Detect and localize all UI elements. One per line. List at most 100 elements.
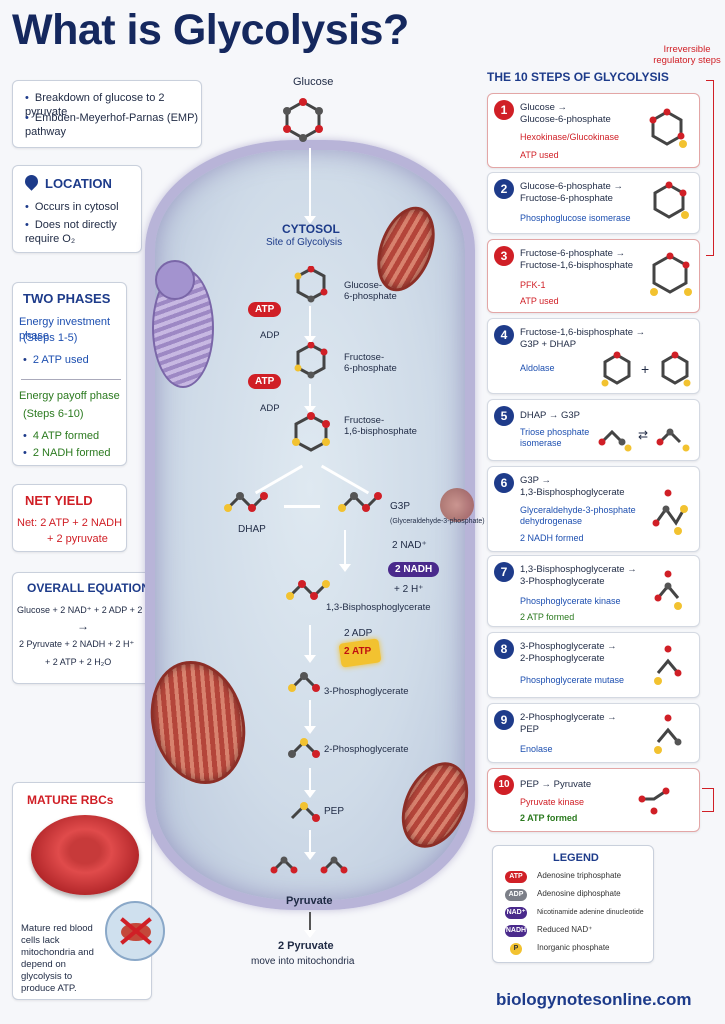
step-number-10: 10 — [494, 775, 514, 795]
irreversible-bracket — [706, 80, 714, 256]
irreversible-bracket-10 — [702, 788, 714, 812]
step-card-2: 2 Glucose-6-phosphate → Fructose-6-phosp… — [487, 172, 700, 234]
glucose-label: Glucose — [293, 76, 334, 88]
step-number-3: 3 — [494, 246, 514, 266]
step-card-4: 4 Fructose-1,6-bisphosphate → G3P + DHAP… — [487, 318, 700, 394]
pg2-label: 2-Phosphoglycerate — [324, 744, 409, 755]
step-molecule-5a — [598, 420, 634, 454]
step-enzyme-5: Triose phosphate isomerase — [520, 427, 590, 448]
pep-label: PEP — [324, 806, 345, 817]
legend-text-adp: Adenosine diphosphate — [537, 889, 621, 898]
step-molecule-4a — [598, 351, 636, 389]
equation-arrow: → — [77, 619, 89, 633]
arrow-step10 — [304, 830, 316, 860]
step-title-1: Glucose → Glucose-6-phosphate — [520, 102, 611, 125]
page-title: What is Glycolysis? — [12, 6, 409, 54]
step-enzyme-9: Enolase — [520, 744, 553, 754]
step-molecule-6 — [648, 479, 692, 537]
legend-text-nadh: Reduced NAD⁺ — [537, 925, 593, 934]
arrow-to-mito — [304, 912, 316, 938]
investment-steps: (Steps 1-5) — [23, 332, 78, 344]
bottom-line1: 2 Pyruvate — [278, 940, 334, 952]
equation-heading: OVERALL EQUATION — [27, 581, 150, 595]
legend-row-nadh: NADH Reduced NAD⁺ — [505, 925, 592, 937]
nadh-badge: 2 NADH — [388, 562, 440, 577]
step-title-6: G3P → 1,3-Bisphosphoglycerate — [520, 475, 625, 498]
step-molecule-2 — [648, 181, 690, 223]
plus-sign: + — [641, 361, 650, 377]
location-pin-icon — [22, 172, 41, 191]
intro-card: Breakdown of glucose to 2 pyruvate Embde… — [12, 80, 202, 148]
step-note-10: 2 ATP formed — [520, 813, 578, 823]
step-molecule-7 — [650, 568, 690, 614]
step-card-7: 7 1,3-Bisphosphoglycerate → 3-Phosphogly… — [487, 555, 700, 627]
irreversible-label: Irreversible regulatory steps — [653, 44, 721, 66]
glucose-molecule — [280, 98, 326, 144]
step-title-10: PEP → Pyruvate — [520, 779, 592, 790]
step-molecule-1 — [646, 108, 688, 150]
vesicle-organelle — [155, 260, 195, 300]
location-card: LOCATION Occurs in cytosol Does not dire… — [12, 165, 142, 253]
step-card-9: 9 2-Phosphoglycerate → PEP Enolase — [487, 703, 700, 763]
arrow-step1 — [304, 306, 316, 344]
step-title-7: 1,3-Bisphosphoglycerate → 3-Phosphoglyce… — [520, 564, 637, 587]
step-molecule-10 — [636, 781, 676, 821]
legend-badge-adp: ADP — [505, 889, 527, 901]
step-number-2: 2 — [494, 179, 514, 199]
phases-divider — [21, 379, 121, 380]
arrow-step3 — [304, 384, 316, 414]
net-yield-line2: + 2 pyruvate — [47, 533, 108, 545]
arrow-step7 — [304, 625, 316, 663]
step-enzyme-1: Hexokinase/Glucokinase — [520, 132, 620, 142]
step-molecule-4b — [656, 351, 694, 389]
cytosol-label: CYTOSOL — [282, 222, 340, 236]
pg3-molecule — [286, 664, 326, 700]
step-enzyme-8: Phosphoglycerate mutase — [520, 675, 625, 685]
bpg-molecule — [284, 572, 334, 608]
step-card-10: 10 PEP → Pyruvate Pyruvate kinase 2 ATP … — [487, 768, 700, 832]
step-note-1: ATP used — [520, 150, 559, 160]
legend-badge-p: P — [510, 943, 522, 955]
phases-card: TWO PHASES Energy investment phase (Step… — [12, 282, 127, 466]
step-molecule-5b — [656, 420, 692, 454]
net-yield-line1: Net: 2 ATP + 2 NADH — [17, 517, 123, 529]
g6p-molecule — [292, 266, 330, 304]
legend-row-nad: NAD⁺Nicotinamide adenine dinucleotide — [505, 907, 644, 919]
g3p-full-label: (Glyceraldehyde-3-phosphate) — [390, 518, 485, 525]
step-number-7: 7 — [494, 562, 514, 582]
step-enzyme-10: Pyruvate kinase — [520, 797, 585, 807]
steps-header: THE 10 STEPS OF GLYCOLYSIS — [487, 70, 669, 84]
pep-molecule — [286, 794, 326, 830]
no-mitochondria-icon — [105, 901, 165, 961]
step-note-3: ATP used — [520, 296, 559, 306]
investment-atp: 2 ATP used — [23, 353, 89, 367]
step-molecule-8 — [650, 643, 690, 689]
equation-line2: 2 Pyruvate + 2 NADH + 2 H⁺ — [19, 639, 135, 649]
step-title-8: 3-Phosphoglycerate → 2-Phosphoglycerate — [520, 641, 617, 664]
legend-text-atp: Adenosine triphosphate — [537, 871, 622, 880]
legend-badge-nadh: NADH — [505, 925, 527, 937]
step-note-6: 2 NADH formed — [520, 533, 584, 543]
step-enzyme-2: Phosphoglucose isomerase — [520, 213, 631, 223]
atp-star-label: 2 ATP — [344, 646, 372, 657]
step-title-2: Glucose-6-phosphate → Fructose-6-phospha… — [520, 181, 623, 204]
dhap-molecule — [222, 484, 272, 520]
f16bp-label: Fructose- 1,6-bisphosphate — [344, 415, 417, 437]
adp-label-2: ADP — [260, 403, 280, 414]
step-title-9: 2-Phosphoglycerate → PEP — [520, 712, 617, 735]
arrow-step9 — [304, 768, 316, 798]
step-number-1: 1 — [494, 100, 514, 120]
rbc-heading: MATURE RBCs — [27, 793, 114, 807]
rbc-card: MATURE RBCs Mature red blood cells lack … — [12, 782, 165, 1000]
investment-title: Energy investment phase — [19, 316, 111, 342]
legend-text-p: Inorganic phosphate — [537, 943, 610, 952]
step-enzyme-6: Glyceraldehyde-3-phosphate dehydrogenase — [520, 505, 636, 526]
legend-row-p: P Inorganic phosphate — [505, 943, 610, 955]
g3p-label: G3P — [390, 501, 411, 512]
atp-badge-1: ATP — [248, 302, 282, 317]
step-enzyme-7: Phosphoglycerate kinase — [520, 596, 621, 606]
step-enzyme-3: PFK-1 — [520, 280, 546, 290]
step-molecule-3 — [646, 252, 694, 300]
f6p-label: Fructose- 6-phosphate — [344, 352, 397, 374]
